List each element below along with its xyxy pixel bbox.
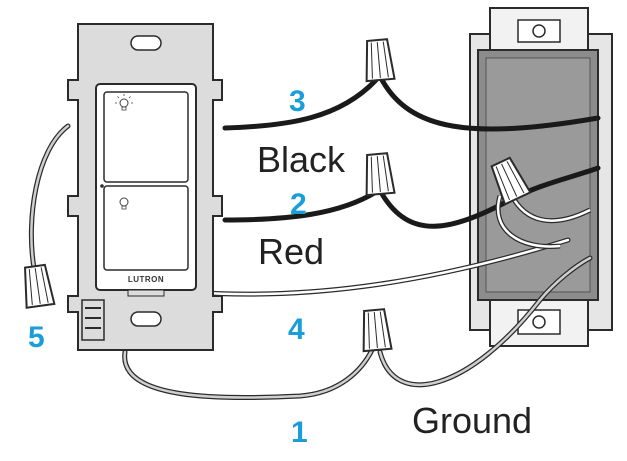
step-number-1: 1 — [291, 416, 308, 449]
label-ground: Ground — [412, 400, 532, 441]
wire-nut-icon — [490, 156, 532, 206]
wire-nut-icon — [24, 263, 56, 309]
light-on-icon — [115, 94, 133, 111]
terminal-tabs — [81, 299, 105, 341]
red-wire-load — [379, 165, 601, 229]
wires — [28, 77, 601, 401]
black-wire-line — [379, 77, 601, 132]
step-number-2: 2 — [290, 188, 307, 221]
switch-bottom-button — [103, 185, 189, 271]
step-number-5: 5 — [28, 321, 45, 354]
brand-label: LUTRON — [128, 275, 164, 284]
label-red: Red — [258, 231, 324, 272]
wire-nuts — [24, 38, 532, 353]
step-number-4: 4 — [288, 313, 305, 346]
wire-nut-icon — [362, 308, 393, 353]
labels: Black Red Ground — [257, 139, 532, 441]
black-wire-switch — [222, 77, 379, 131]
label-black: Black — [257, 139, 346, 180]
wire-nut-icon — [365, 152, 396, 197]
step-number-3: 3 — [289, 85, 306, 118]
red-wire-switch — [222, 189, 379, 223]
switch-top-button — [103, 91, 189, 183]
light-off-icon — [119, 197, 129, 210]
step-numbers: 3 2 4 5 1 — [28, 85, 308, 449]
switch-device: LUTRON — [67, 23, 223, 351]
wire-nut-icon — [365, 38, 396, 83]
